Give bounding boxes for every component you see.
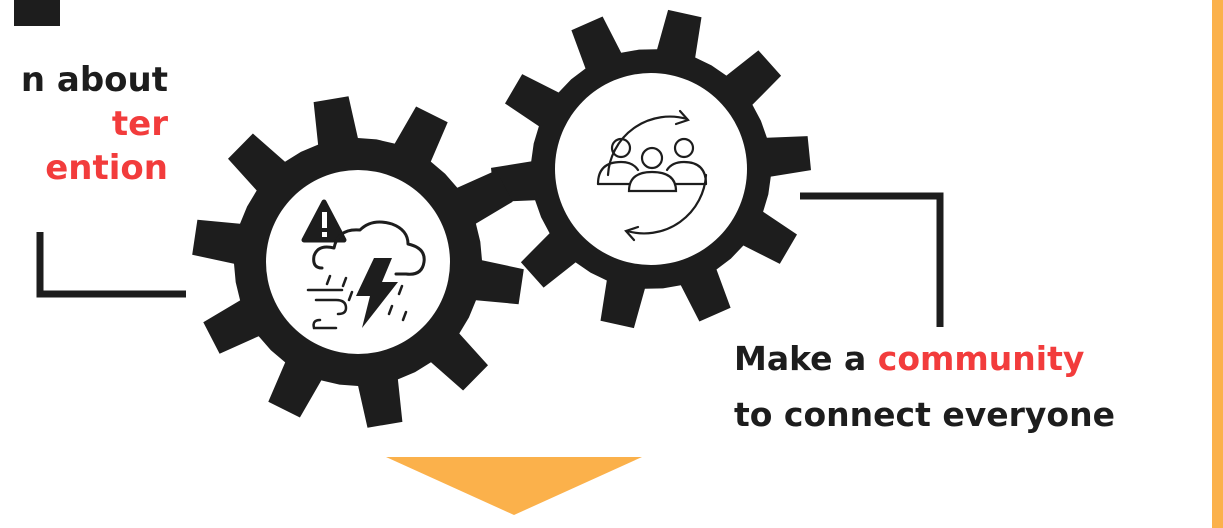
right-caption: Make a community to connect everyone [734,331,1115,443]
gear-left-hole [266,170,450,354]
left-connector-line [36,232,186,298]
left-gear-icon [192,96,524,428]
left-caption-line-2: ter [111,104,168,144]
left-caption-line-3: ention [45,148,168,188]
right-connector-line [800,192,944,327]
right-caption-prefix: Make a [734,339,878,378]
cut-off-title-glyph [14,0,60,26]
storm-warning-icon [301,199,426,330]
right-caption-line-1: Make a community [734,331,1115,387]
left-caption-line-1: n about [20,60,168,100]
orange-side-bar [1212,0,1223,528]
right-caption-line-2: to connect everyone [734,395,1115,434]
down-arrow-icon [386,457,642,515]
right-caption-highlight: community [877,339,1085,378]
community-cycle-icon [596,109,708,242]
left-caption: n about ter ention [0,58,168,190]
